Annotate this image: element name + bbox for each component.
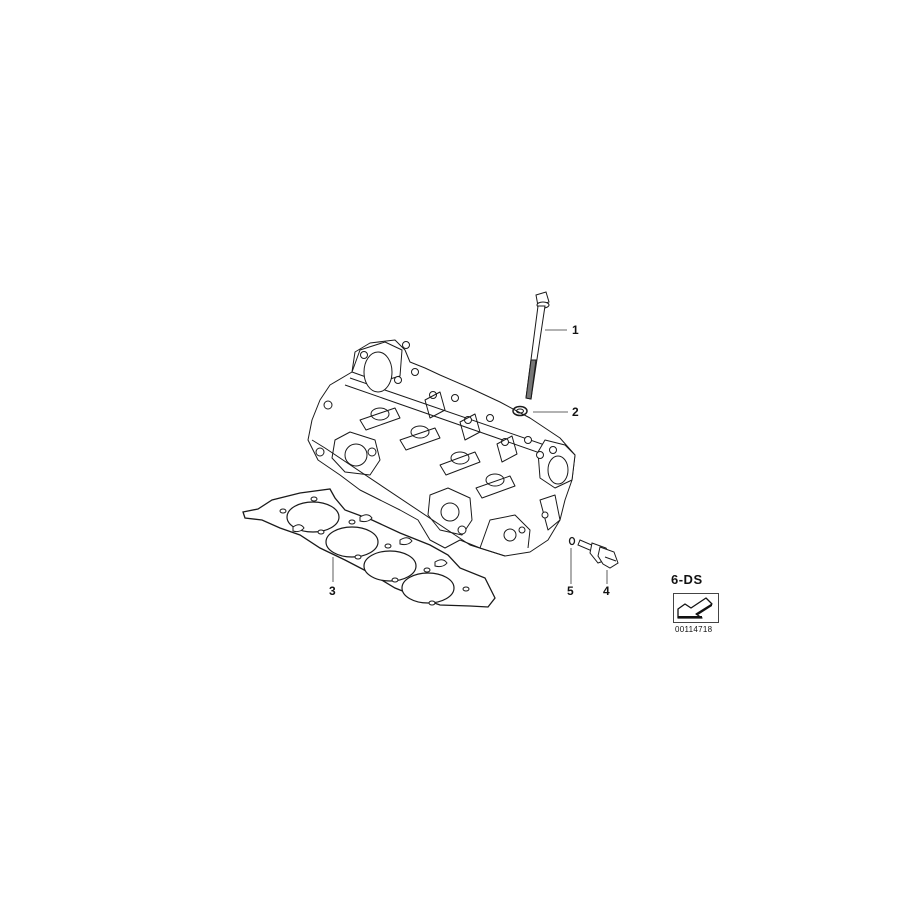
washer: [512, 405, 528, 417]
cylinder-head: [307, 339, 576, 557]
navigation-icon-box[interactable]: [673, 593, 719, 623]
sealing-ring: [568, 536, 576, 546]
head-gasket: [242, 488, 496, 608]
diagram-number: 00114718: [675, 625, 713, 634]
group-label: 6-DS: [671, 572, 703, 587]
head-bolt: [525, 291, 550, 400]
arrow-down-left-icon: [677, 597, 713, 619]
callout-2: 2: [572, 405, 579, 419]
callout-3: 3: [329, 584, 336, 598]
callout-4: 4: [603, 584, 610, 598]
temperature-sensor: [577, 539, 619, 569]
callout-5: 5: [567, 584, 574, 598]
leader-lines: [332, 329, 608, 584]
callout-1: 1: [572, 323, 579, 337]
